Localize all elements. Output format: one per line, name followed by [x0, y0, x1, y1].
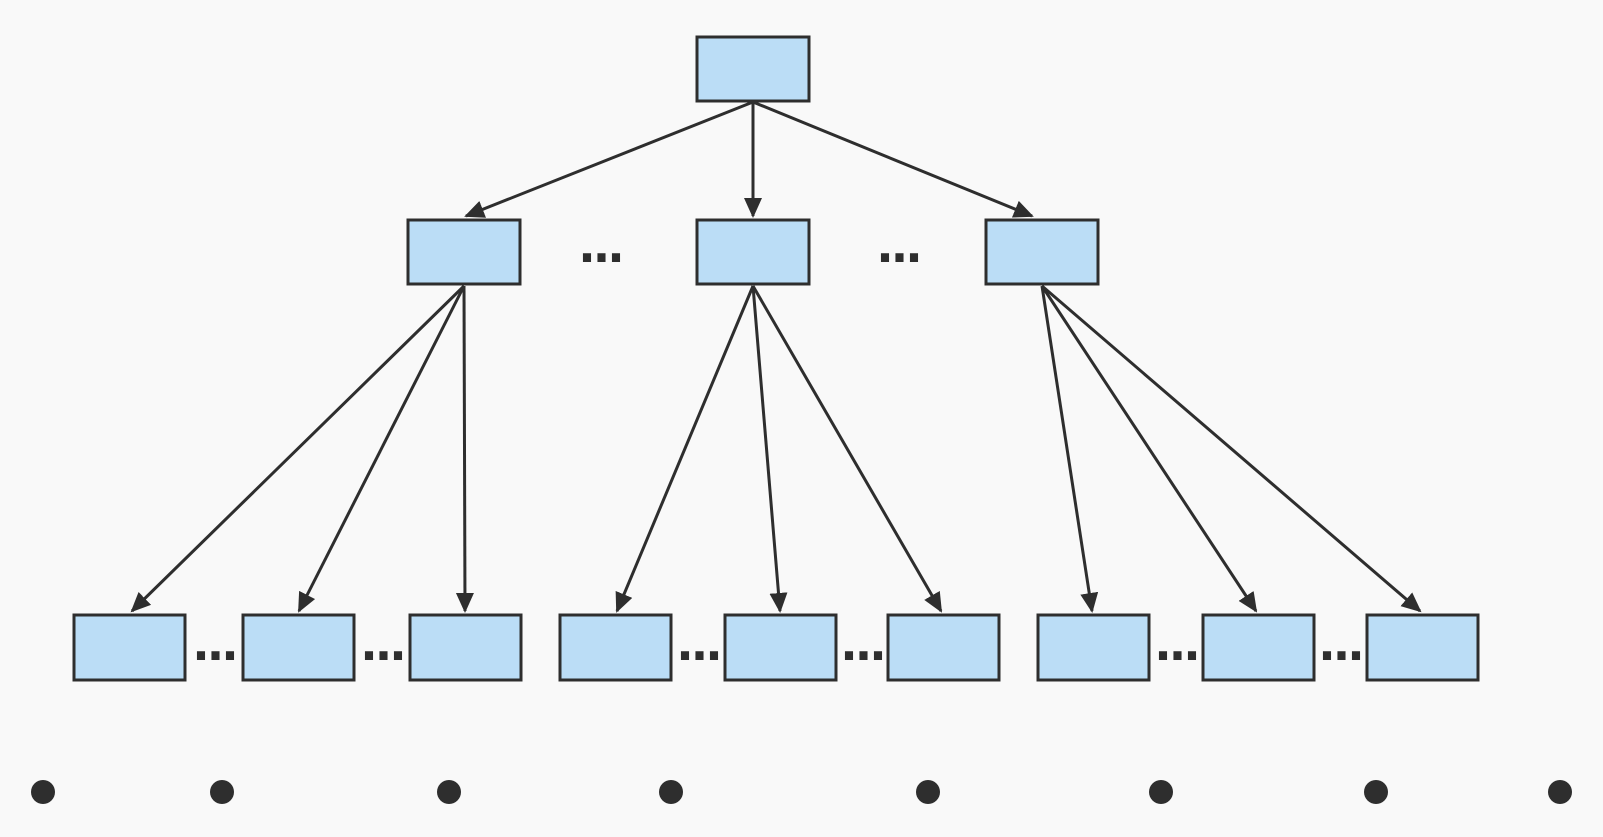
leaf-dot-2 — [210, 780, 234, 804]
tree-node-root — [695, 35, 811, 103]
tree-node-l2-3 — [984, 218, 1100, 286]
tree-node-l3-3 — [408, 613, 523, 682]
edge-l2-3-to-l3-9 — [1041, 284, 1422, 613]
tree-node-l3-9 — [1365, 613, 1480, 682]
edge-l2-2-to-l3-4 — [615, 285, 755, 613]
tree-node-l3-5 — [723, 613, 838, 682]
edge-l2-1-to-l3-2 — [297, 285, 466, 613]
edges-l2-1 — [130, 284, 474, 613]
edges-root — [464, 100, 1034, 218]
edge-l2-2-to-l3-5 — [751, 285, 788, 613]
ellipsis-l3-3: ... — [676, 617, 719, 671]
ellipsis-l2-2: ... — [876, 219, 919, 273]
tree-node-l3-6 — [886, 613, 1001, 682]
leaf-dot-4 — [659, 780, 683, 804]
ellipsis-l3-1: ... — [192, 617, 235, 671]
edge-l2-1-to-l3-3 — [455, 285, 474, 613]
ellipsis-l3-6: ... — [1318, 617, 1361, 671]
leaf-dot-row — [31, 780, 1572, 804]
edge-l2-3-to-l3-8 — [1040, 285, 1258, 613]
tree-node-l2-1 — [406, 218, 522, 286]
tree-node-l2-2 — [695, 218, 811, 286]
ellipsis-l2-1: ... — [578, 219, 621, 273]
tree-node-l3-7 — [1036, 613, 1151, 682]
edge-root-to-l2-3 — [752, 100, 1034, 218]
edge-l2-3-to-l3-7 — [1040, 285, 1099, 613]
ellipsis-l3-5: ... — [1154, 617, 1197, 671]
edges-l2-3 — [1040, 284, 1422, 613]
tree-node-l3-4 — [558, 613, 673, 682]
edges-l2-2 — [615, 285, 943, 613]
leaf-dot-1 — [31, 780, 55, 804]
leaf-dot-7 — [1364, 780, 1388, 804]
leaf-dot-6 — [1149, 780, 1173, 804]
tree-node-l3-1 — [72, 613, 187, 682]
edge-l2-2-to-l3-6 — [751, 285, 943, 613]
leaf-dot-5 — [916, 780, 940, 804]
tree-node-l3-2 — [241, 613, 356, 682]
tree-node-l3-8 — [1201, 613, 1316, 682]
ellipsis-l3-2: ... — [360, 617, 403, 671]
leaf-dot-8 — [1548, 780, 1572, 804]
edge-root-to-l2-1 — [464, 100, 754, 218]
edge-l2-1-to-l3-1 — [130, 284, 466, 613]
leaf-dot-3 — [437, 780, 461, 804]
ellipsis-l3-4: ... — [840, 617, 883, 671]
